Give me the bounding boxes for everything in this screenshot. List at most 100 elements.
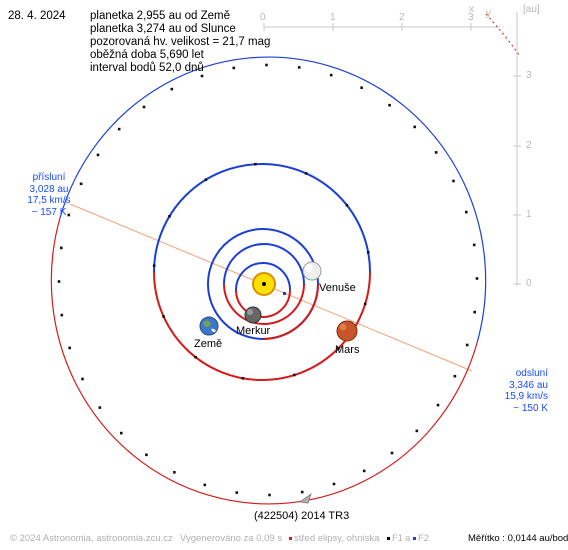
venus-orbit-lower (223, 283, 305, 325)
orbit-point (363, 302, 367, 306)
mercury-label: Merkur (236, 325, 271, 337)
footer-generated: Vygenerováno za 0,09 s (180, 533, 283, 544)
asteroid-position-icon (298, 492, 312, 504)
footer-legend-center: střed elipsy, ohniska (294, 533, 380, 544)
asteroid-orbit-upper (59, 56, 487, 344)
venus-icon (302, 261, 322, 281)
earth-orbit-upper (207, 228, 319, 285)
orbit-point (168, 215, 171, 218)
orbit-point (60, 246, 63, 250)
orbit-point (96, 153, 100, 157)
date-label: 28. 4. 2024 (8, 10, 66, 22)
y-tick-2: 2 (526, 140, 532, 151)
asteroid-orbit-lower (50, 217, 478, 505)
footer-legend-f1: F1 (392, 533, 404, 544)
orbit-point (68, 346, 71, 350)
mars-icon (336, 320, 358, 342)
orbit-canvas (50, 12, 521, 540)
footer-legend-f2: F2 (418, 533, 430, 544)
earth-label: Země (194, 338, 223, 350)
mars-orbit-upper (153, 163, 371, 273)
orbit-point (200, 74, 204, 78)
aphelion-title: odsluní (515, 368, 548, 379)
axis-unit-label: [au] (523, 4, 540, 15)
orbit-point (329, 73, 333, 77)
orbit-point (465, 343, 469, 347)
info-point-interval: interval bodů 52,0 dnů (90, 62, 204, 74)
orbit-point (241, 377, 245, 380)
mercury-icon (244, 306, 262, 324)
orbit-point (162, 315, 165, 318)
orbit-point (434, 151, 438, 154)
earth-icon (199, 316, 219, 336)
earth-orbit-red-arc (263, 283, 319, 340)
legend-markers (289, 537, 416, 540)
orbit-point (145, 453, 148, 457)
orbit-point (473, 310, 476, 314)
footer-legend-a: a (405, 533, 411, 544)
perihelion-title: přísluní (32, 172, 66, 183)
orbit-point (142, 105, 146, 109)
orbit-point (337, 346, 340, 350)
orbit-point (472, 243, 476, 247)
orbit-point (366, 251, 370, 254)
orbit-diagram: 28. 4. 2024 planetka 2,955 au od Země pl… (8, 4, 568, 544)
orbit-point (304, 172, 308, 175)
aphelion-speed: 15,9 km/s (504, 391, 548, 402)
orbit-point (452, 179, 455, 183)
orbit-point (117, 127, 121, 131)
asteroid-name: (422504) 2014 TR3 (254, 510, 350, 522)
orbit-point (390, 451, 394, 455)
orbit-point (293, 373, 296, 377)
footer-copyright: © 2024 Astronomia, astronomia.zcu.cz (10, 533, 173, 544)
orbit-point (415, 429, 419, 433)
asteroid-orbit-edge-arc (485, 13, 521, 57)
y-tick-0: 0 (526, 278, 532, 289)
orbit-point (232, 66, 236, 70)
orbit-point (332, 482, 336, 486)
scale-label: Měřítko : 0,0144 au/bod (468, 533, 568, 544)
orbit-point (475, 277, 479, 280)
orbit-point-markers (57, 63, 479, 497)
orbit-point (152, 264, 156, 267)
sun-icon (252, 272, 276, 296)
mars-label: Mars (335, 344, 360, 356)
y-axis-label: y (486, 8, 491, 19)
orbit-point (254, 162, 257, 166)
mars-orbit-lower (153, 271, 371, 381)
x-tick-0: 0 (260, 12, 266, 23)
orbit-point (81, 377, 84, 381)
mercury-orbit-lower (235, 289, 291, 318)
orbit-point (173, 471, 176, 474)
ellipse-center-marker (283, 292, 286, 295)
orbit-point (388, 103, 391, 107)
info-period: oběžná doba 5,690 let (90, 49, 204, 61)
orbit-point (60, 313, 64, 317)
orbit-point (203, 483, 207, 487)
orbit-point (345, 203, 349, 207)
y-tick-3: 3 (526, 70, 532, 81)
x-tick-1: 1 (330, 12, 336, 23)
mercury-orbit-upper (235, 262, 291, 291)
perihelion-info: přísluní 3,028 au 17,5 km/s ~ 157 K (16, 172, 82, 218)
aphelion-distance: 3,346 au (509, 379, 548, 391)
x-axis-label: x (469, 4, 474, 15)
orbit-point (413, 125, 416, 129)
orbit-point (235, 491, 239, 494)
info-earth-distance: planetka 2,955 au od Země (90, 10, 231, 22)
perihelion-speed: 17,5 km/s (27, 195, 71, 206)
orbit-point (57, 280, 61, 283)
y-tick-1: 1 (526, 209, 532, 220)
orbit-point (297, 66, 301, 69)
x-tick-3: 3 (468, 12, 474, 23)
x-tick-2: 2 (399, 12, 405, 23)
orbit-point (453, 374, 457, 378)
info-panel: planetka 2,955 au od Země planetka 3,274… (90, 10, 270, 75)
info-sun-distance: planetka 3,274 au od Slunce (90, 23, 236, 35)
orbit-point (67, 213, 71, 217)
orbit-point (194, 355, 197, 359)
orbit-point (362, 469, 366, 473)
orbit-point (170, 87, 174, 91)
aphelion-temp: ~ 150 K (513, 402, 548, 414)
orbit-point (300, 490, 304, 494)
